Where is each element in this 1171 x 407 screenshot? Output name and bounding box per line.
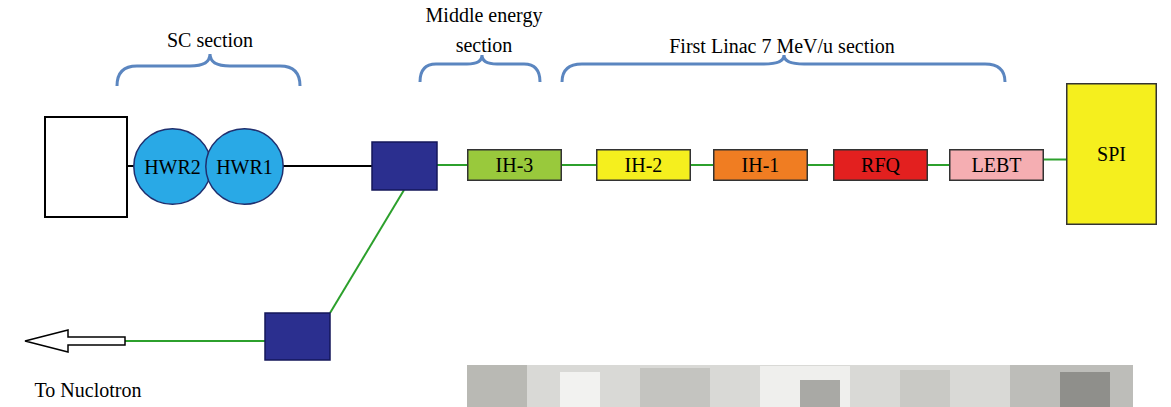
bending-magnet (265, 313, 330, 360)
node-label: HWR1 (216, 156, 273, 178)
node-label: IH-2 (625, 154, 663, 176)
beam-connector (691, 164, 713, 166)
photo-fragment (467, 365, 1133, 407)
node-label: SPI (1097, 143, 1126, 165)
cavity-ellipse: HWR2 (133, 128, 212, 205)
beam-connector (928, 164, 949, 166)
end-box (45, 117, 127, 217)
beam-line (330, 190, 404, 313)
beam-connector (1044, 159, 1066, 161)
beam-line (437, 164, 467, 166)
section-label: Middle energy section (414, 0, 554, 60)
node-label: RFQ (861, 154, 900, 176)
bracket (117, 54, 300, 86)
node-label: HWR2 (144, 156, 201, 178)
node-label: LEBT (972, 154, 1022, 176)
bracket (562, 55, 1005, 82)
destination-label: To Nuclotron (35, 375, 142, 405)
node-label: IH-1 (742, 154, 780, 176)
node-label: IH-3 (496, 154, 534, 176)
beam-connector (808, 164, 833, 166)
beam-connector (562, 164, 596, 166)
linac-box: LEBT (949, 149, 1044, 181)
beam-line (280, 165, 372, 167)
direction-arrow (25, 330, 125, 352)
linac-box: IH-2 (596, 149, 691, 181)
source-box: SPI (1066, 83, 1157, 225)
linac-box: IH-1 (713, 149, 808, 181)
bending-magnet (372, 142, 437, 190)
linac-box: IH-3 (467, 149, 562, 181)
beam-line (125, 340, 265, 342)
section-label: First Linac 7 MeV/u section (669, 31, 895, 61)
section-label: SC section (167, 25, 253, 55)
section-brackets (117, 54, 1005, 86)
linac-box: RFQ (833, 149, 928, 181)
bracket (420, 55, 540, 82)
cavity-ellipse: HWR1 (205, 128, 284, 205)
